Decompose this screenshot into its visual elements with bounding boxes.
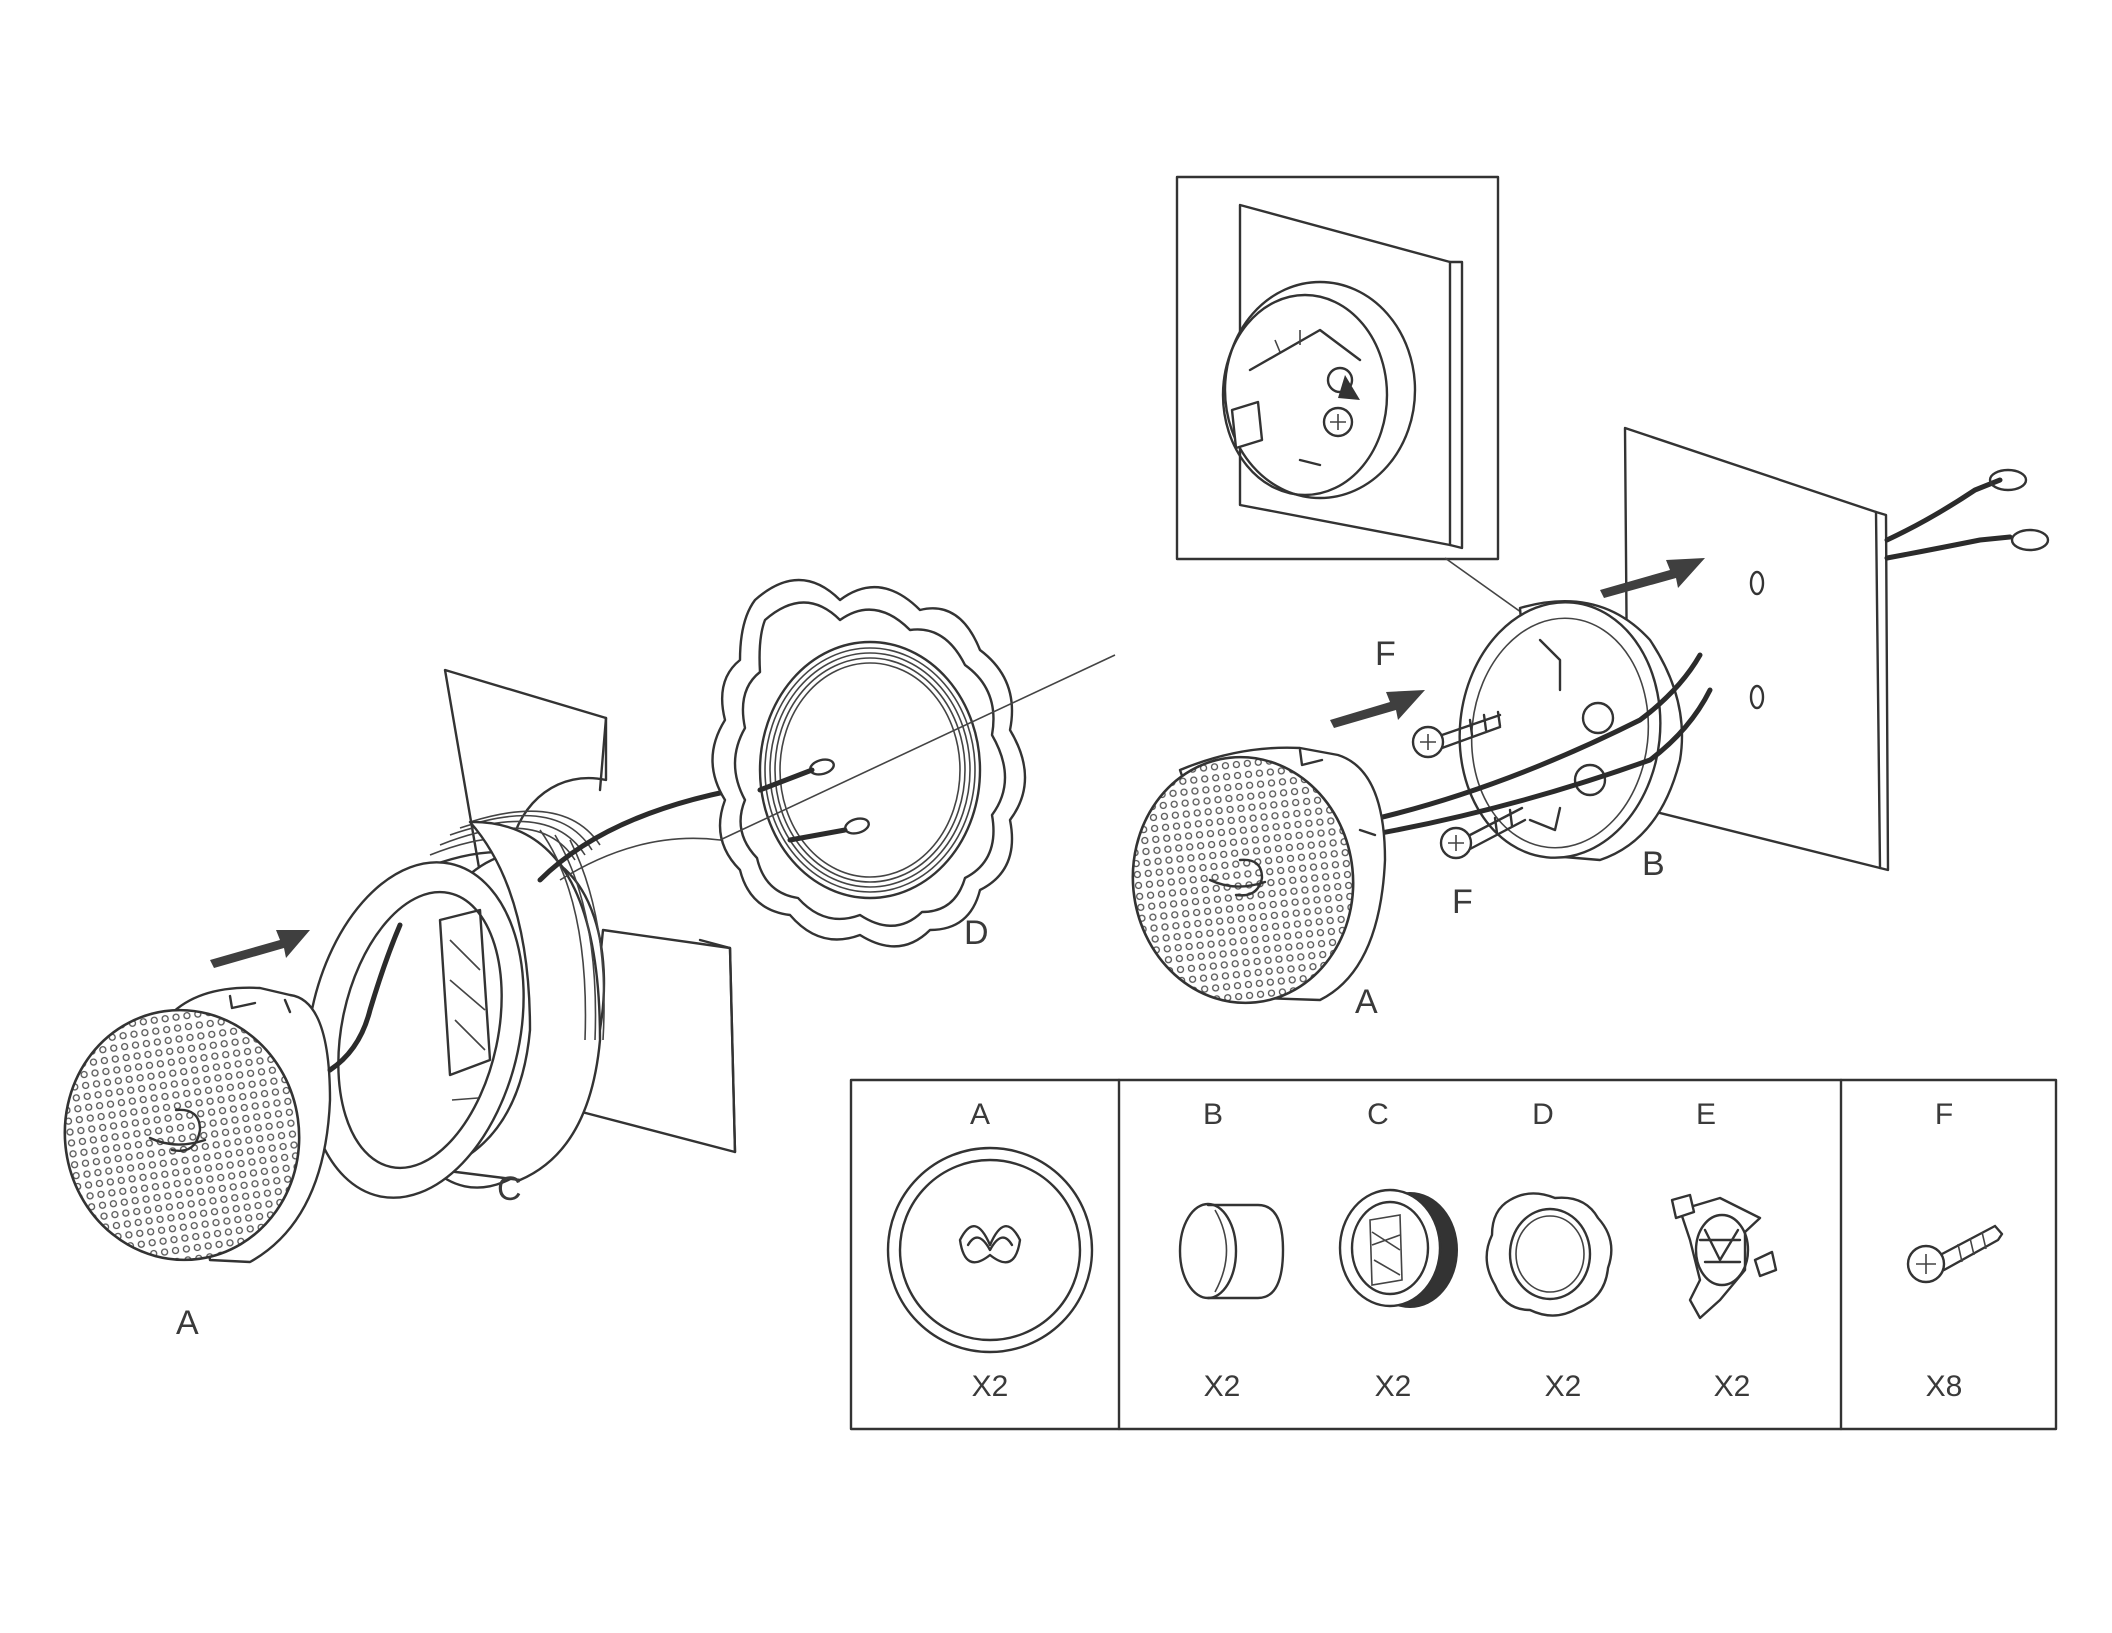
part-qty: X2 (1714, 1370, 1751, 1403)
arrow-a-to-b (1330, 690, 1425, 728)
label-left-c: C (497, 1170, 522, 1208)
mounting-ring-icon (1180, 1204, 1283, 1298)
label-right-a: A (1355, 983, 1378, 1021)
speaker-a-right (1121, 746, 1385, 1014)
part-qty: X8 (1926, 1370, 1963, 1403)
arrow-a-to-c (210, 930, 310, 968)
parts-table: A B C D E F (851, 1080, 2056, 1429)
part-qty: X2 (1375, 1370, 1412, 1403)
part-letter: C (1367, 1098, 1389, 1131)
speaker-grille-icon (888, 1148, 1092, 1352)
right-assembly (1121, 177, 2048, 1014)
part-qty: X2 (1545, 1370, 1582, 1403)
label-right-f-top: F (1375, 635, 1396, 673)
label-left-d: D (964, 914, 989, 952)
clip-bracket-icon (1672, 1195, 1776, 1318)
part-qty: X2 (972, 1370, 1009, 1403)
part-qty: X2 (1204, 1370, 1241, 1403)
screw-icon (1908, 1226, 2002, 1282)
part-letter: A (970, 1098, 990, 1131)
lock-nut-icon (1487, 1193, 1612, 1315)
label-right-f-bottom: F (1452, 883, 1473, 921)
lock-nut-d (713, 580, 1026, 946)
label-left-a: A (176, 1304, 199, 1342)
left-assembly (49, 580, 1115, 1275)
part-letter: D (1532, 1098, 1554, 1131)
part-letter: B (1203, 1098, 1223, 1131)
speaker-a-left (49, 988, 330, 1275)
label-right-b: B (1642, 845, 1665, 883)
threaded-cup-c (277, 811, 633, 1218)
inset-detail (1177, 177, 1498, 559)
part-letter: E (1696, 1098, 1716, 1131)
part-letter: F (1935, 1098, 1953, 1131)
threaded-cup-icon (1340, 1190, 1458, 1308)
